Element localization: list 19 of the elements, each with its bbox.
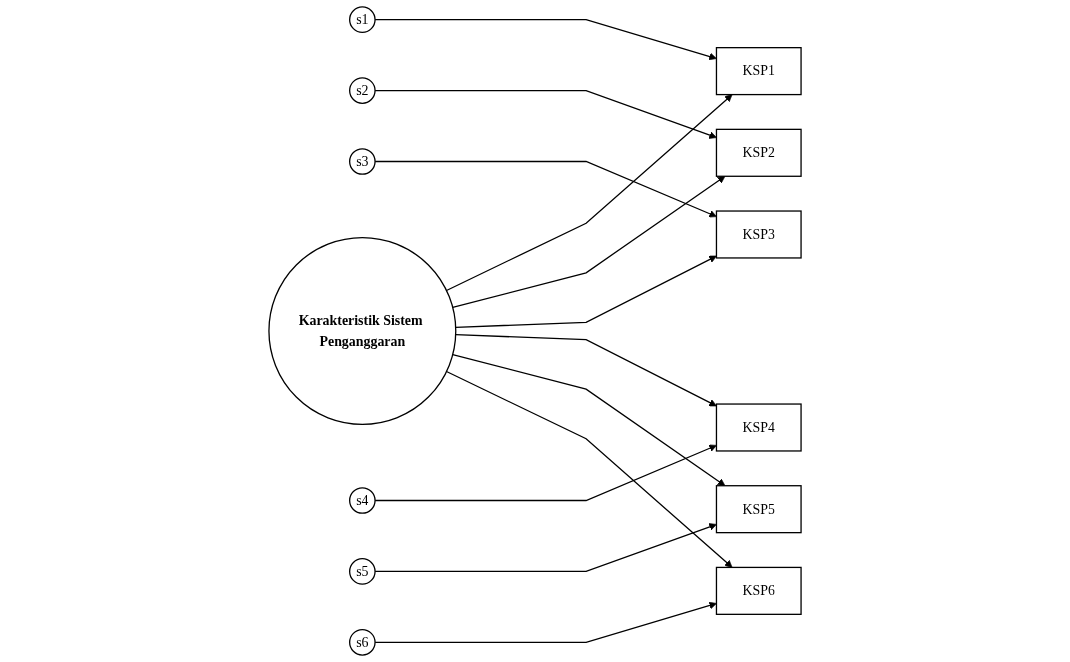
arrow — [445, 94, 733, 292]
node-box: KSP4 — [715, 403, 802, 452]
arrow — [452, 353, 726, 487]
node-circle: s5 — [349, 558, 376, 585]
node-box: KSP5 — [715, 485, 802, 534]
node-box: KSP1 — [715, 47, 802, 96]
node-circle: Karakteristik Sistem Penganggaran — [268, 236, 457, 426]
node-circle: s6 — [349, 629, 376, 656]
arrow — [455, 255, 717, 329]
node-circle: s3 — [349, 148, 376, 175]
arrow — [455, 334, 717, 407]
node-box: KSP3 — [715, 210, 802, 259]
node-circle: s2 — [349, 77, 376, 104]
node-circle: s4 — [349, 487, 376, 514]
node-circle: s1 — [349, 6, 376, 33]
node-box: KSP2 — [715, 128, 802, 177]
node-box: KSP6 — [715, 566, 802, 615]
arrow — [445, 370, 733, 568]
arrow — [452, 175, 726, 309]
